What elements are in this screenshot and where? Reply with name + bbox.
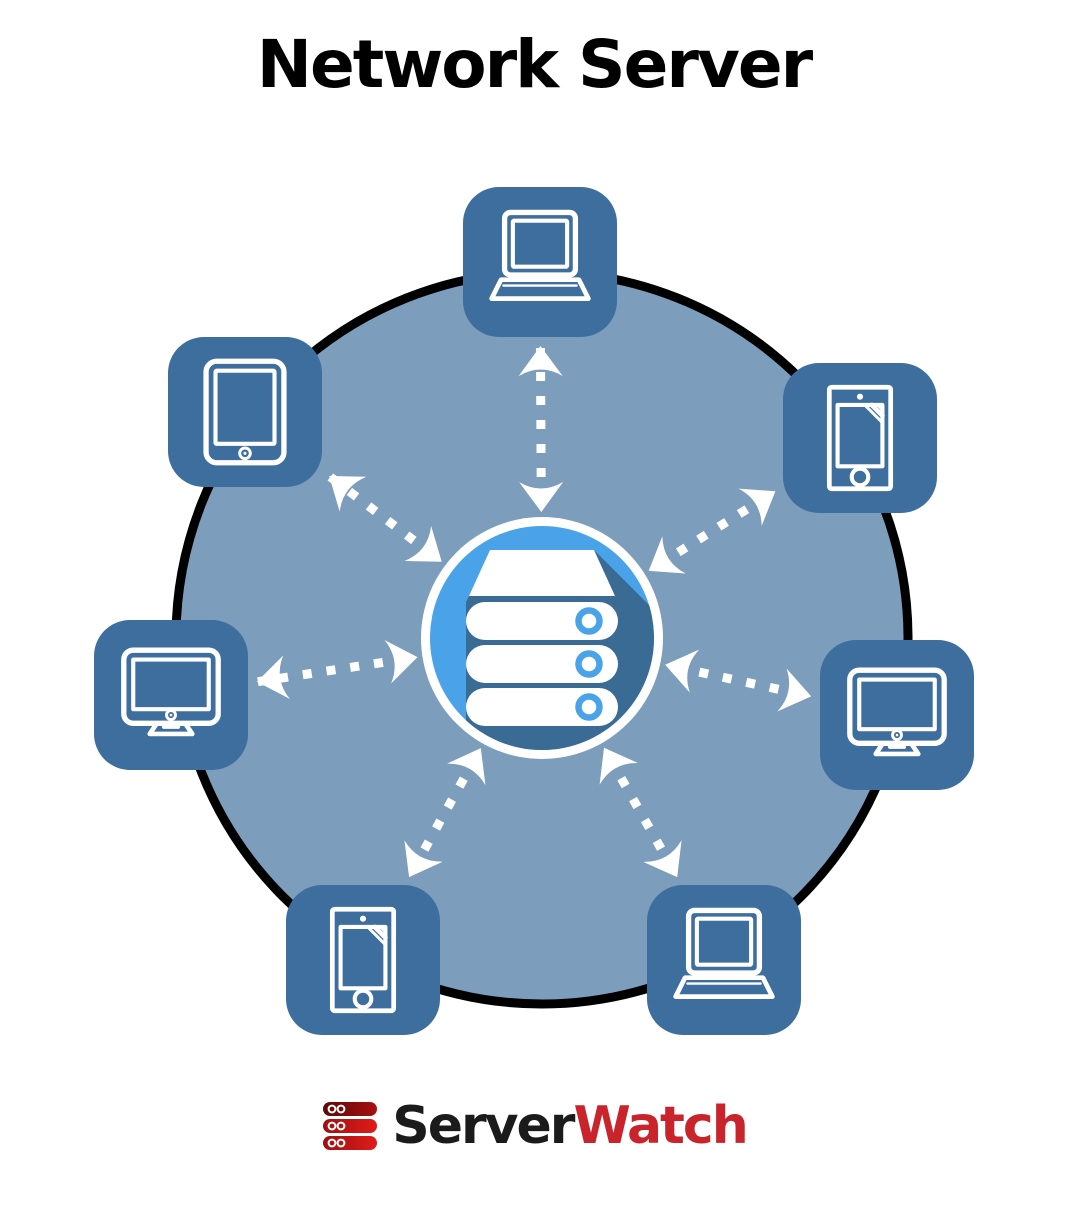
connection-arrows xyxy=(256,345,812,879)
device-node-laptop-bottom-right xyxy=(647,885,801,1035)
page-title: Network Server xyxy=(256,26,813,103)
logo-text-watch: Watch xyxy=(573,1096,748,1156)
device-box xyxy=(94,620,248,770)
device-box xyxy=(820,640,974,790)
connection-arrow-monitor-left xyxy=(256,639,418,699)
connection-arrow-laptop-top xyxy=(518,345,564,513)
serverwatch-logo-icon xyxy=(323,1102,378,1150)
device-node-laptop-top xyxy=(463,187,617,337)
logo-wordmark: ServerWatch xyxy=(392,1100,748,1152)
device-nodes xyxy=(94,187,974,1035)
device-node-phone-top-right xyxy=(783,363,937,513)
server-stack-icon xyxy=(466,550,618,726)
footer-logo: ServerWatch xyxy=(0,1100,1068,1152)
device-box xyxy=(463,187,617,337)
device-node-monitor-right xyxy=(820,640,974,790)
device-node-monitor-left xyxy=(94,620,248,770)
device-box xyxy=(783,363,937,513)
device-box xyxy=(286,885,440,1035)
device-box xyxy=(647,885,801,1035)
device-node-phone-bottom-left xyxy=(286,885,440,1035)
device-node-tablet-top-left xyxy=(168,337,322,487)
logo-text-server: Server xyxy=(392,1096,575,1156)
server-hub xyxy=(421,517,663,759)
